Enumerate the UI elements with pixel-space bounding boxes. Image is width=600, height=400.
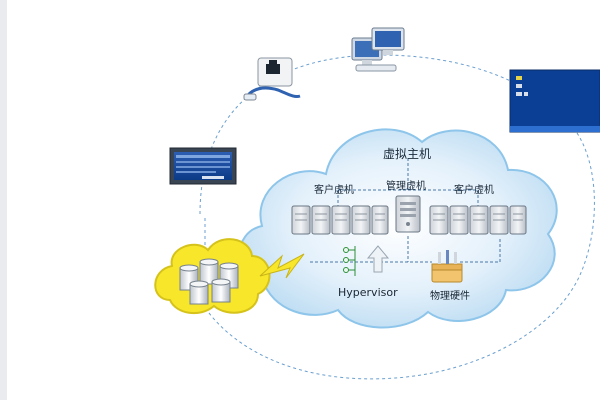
- left-edge-strip: [0, 0, 7, 400]
- label-virtual-host: 虚拟主机: [383, 147, 432, 161]
- management-server-icon: [395, 195, 421, 233]
- outer-dashed-ring: [199, 54, 595, 380]
- internal-links: [310, 158, 501, 263]
- toolbox-icon: [431, 250, 463, 283]
- storage-cluster-icon: [154, 238, 271, 315]
- network-router-icon: [243, 57, 301, 101]
- label-management-vm: 管理虚机: [386, 181, 426, 192]
- client-vm-bank-left: [291, 205, 389, 235]
- application-window-icon: [509, 69, 600, 133]
- label-client-vm-right: 客户虚机: [454, 185, 494, 196]
- lightning-bolt-icon: [259, 253, 305, 279]
- desktop-computers-icon: [351, 27, 405, 72]
- monitor-panel-icon: [169, 147, 237, 185]
- label-client-vm-left: 客户虚机: [314, 185, 354, 196]
- upload-arrow-icon: [366, 245, 390, 273]
- connector-tree-icon: [343, 246, 356, 276]
- label-hypervisor: Hypervisor: [338, 286, 398, 299]
- label-physical-hardware: 物理硬件: [430, 291, 470, 302]
- client-vm-bank-right: [429, 205, 527, 235]
